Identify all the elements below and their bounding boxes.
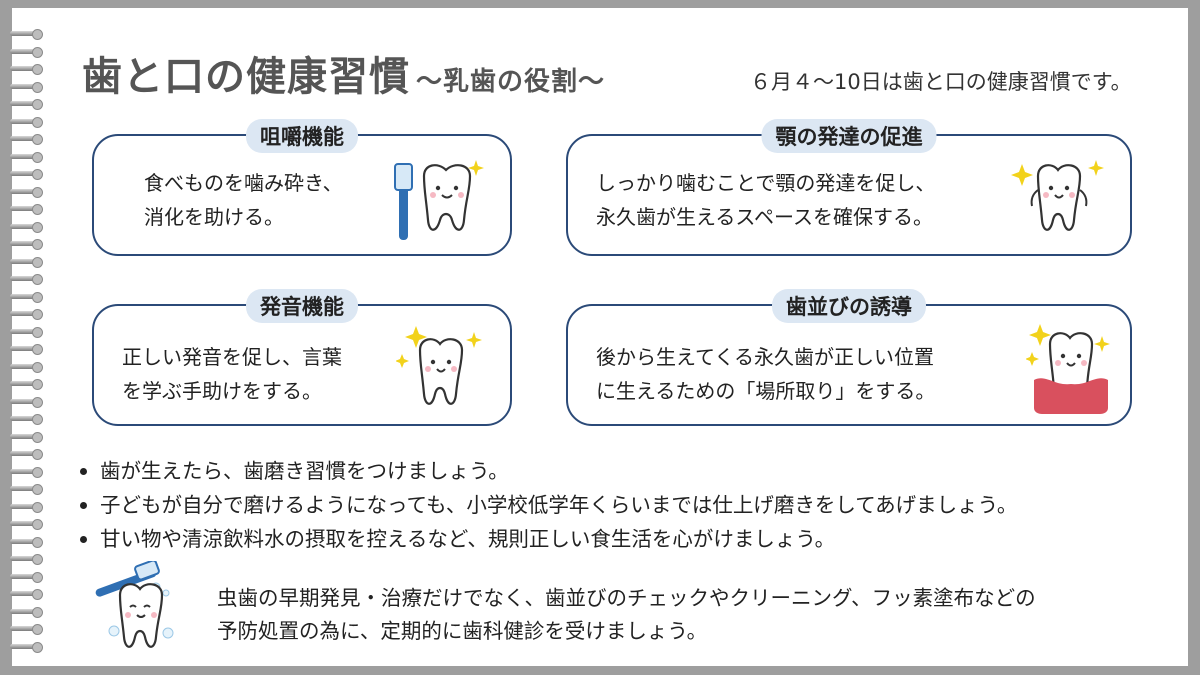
sparkling-tooth-icon xyxy=(396,326,482,405)
binding-ring xyxy=(10,46,43,58)
card-label: 咀嚼機能 xyxy=(246,119,358,153)
binding-ring xyxy=(10,641,43,653)
page-title: 歯と口の健康習慣〜乳歯の役割〜 xyxy=(82,44,605,102)
date-note: ６月４〜10日は歯と口の健康習慣です。 xyxy=(750,70,1132,94)
binding-ring xyxy=(10,588,43,600)
binding-ring xyxy=(10,326,43,338)
card-text: 後から生えてくる永久歯が正しい位置 に生えるための「場所取り」をする。 xyxy=(596,345,936,403)
binding-ring xyxy=(10,343,43,355)
binding-ring xyxy=(10,413,43,425)
binding-ring xyxy=(10,133,43,145)
binding-ring xyxy=(10,431,43,443)
title-main: 歯と口の健康習慣 xyxy=(82,54,410,100)
binding-ring xyxy=(10,273,43,285)
binding-ring xyxy=(10,571,43,583)
binding-ring xyxy=(10,63,43,75)
binding-ring xyxy=(10,396,43,408)
card-label: 歯並びの誘導 xyxy=(772,289,926,323)
binding-ring xyxy=(10,81,43,93)
advice-list: 歯が生えたら、歯磨き習慣をつけましょう。 子どもが自分で磨けるようになっても、小… xyxy=(76,454,1017,556)
binding-ring xyxy=(10,308,43,320)
card-text: 正しい発音を促し、言葉 を学ぶ手助けをする。 xyxy=(122,345,342,403)
tooth-with-toothbrush-icon xyxy=(394,160,484,240)
list-item: 子どもが自分で磨けるようになっても、小学校低学年くらいまでは仕上げ磨きをしてあげ… xyxy=(76,488,1017,522)
binding-ring xyxy=(10,361,43,373)
tooth-brushing-icon xyxy=(95,561,174,648)
binding-ring xyxy=(10,518,43,530)
binding-ring xyxy=(10,256,43,268)
card-pronunciation-function: 発音機能 正しい発音を促し、言葉 を学ぶ手助けをする。 xyxy=(92,289,512,426)
card-jaw-development: 顎の発達の促進 しっかり噛むことで顎の発達を促し、 永久歯が生えるスペースを確保… xyxy=(566,119,1132,256)
tooth-in-gum-icon xyxy=(1026,324,1110,414)
card-text: しっかり噛むことで顎の発達を促し、 永久歯が生えるスペースを確保する。 xyxy=(596,171,936,229)
binding-ring xyxy=(10,238,43,250)
binding-ring xyxy=(10,151,43,163)
binding-ring xyxy=(10,186,43,198)
binding-ring xyxy=(10,553,43,565)
binding-ring xyxy=(10,606,43,618)
list-item: 歯が生えたら、歯磨き習慣をつけましょう。 xyxy=(76,454,1017,488)
notebook-page: 歯と口の健康習慣〜乳歯の役割〜 ６月４〜10日は歯と口の健康習慣です。 咀嚼機能… xyxy=(10,8,1188,666)
binding-ring xyxy=(10,203,43,215)
checkup-note: 虫歯の早期発見・治療だけでなく、歯並びのチェックやクリーニング、フッ素塗布などの… xyxy=(217,586,1036,643)
binding-ring xyxy=(10,378,43,390)
binding-ring xyxy=(10,466,43,478)
binding-ring xyxy=(10,536,43,548)
binding-ring xyxy=(10,501,43,513)
binding-ring xyxy=(10,116,43,128)
binding-ring xyxy=(10,168,43,180)
spiral-binding xyxy=(10,28,52,658)
card-label: 発音機能 xyxy=(246,289,358,323)
title-sub: 〜乳歯の役割〜 xyxy=(416,67,606,97)
binding-ring xyxy=(10,483,43,495)
binding-ring xyxy=(10,291,43,303)
binding-ring xyxy=(10,623,43,635)
binding-ring xyxy=(10,221,43,233)
card-chewing-function: 咀嚼機能 食べものを噛み砕き、 消化を助ける。 xyxy=(92,119,512,256)
binding-ring xyxy=(10,448,43,460)
list-item: 甘い物や清涼飲料水の摂取を控えるなど、規則正しい食生活を心がけましょう。 xyxy=(76,522,1017,556)
binding-ring xyxy=(10,28,43,40)
binding-ring xyxy=(10,98,43,110)
sparkling-tooth-icon xyxy=(1011,160,1104,231)
card-text: 食べものを噛み砕き、 消化を助ける。 xyxy=(144,171,343,229)
card-tooth-alignment-guidance: 歯並びの誘導 後から生えてくる永久歯が正しい位置 に生えるための「場所取り」をす… xyxy=(566,289,1132,426)
card-label: 顎の発達の促進 xyxy=(761,119,937,153)
